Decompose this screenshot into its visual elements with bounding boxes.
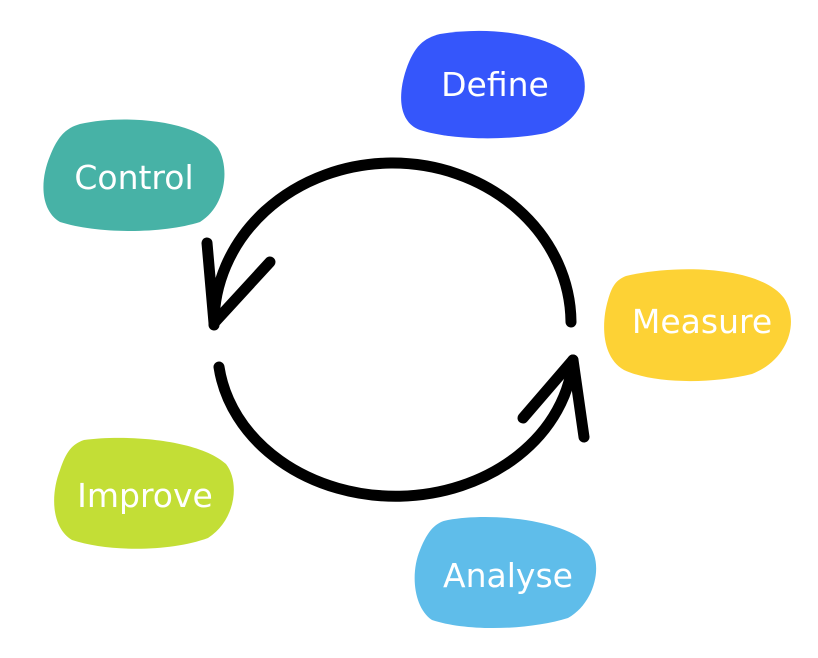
measure-label: Measure xyxy=(632,302,772,341)
step-analyse: Analyse xyxy=(414,517,597,629)
measure-blob xyxy=(604,269,791,382)
control-blob xyxy=(43,119,225,231)
analyse-label: Analyse xyxy=(443,556,573,595)
lower-arrowhead xyxy=(517,354,590,443)
upper-arc-arrow xyxy=(208,157,577,331)
step-control: Control xyxy=(43,119,225,231)
define-blob xyxy=(401,30,585,139)
improve-label: Improve xyxy=(77,476,213,515)
lower-arc-arrow xyxy=(213,354,579,502)
step-improve: Improve xyxy=(54,437,234,549)
cycle-arrows xyxy=(201,157,590,502)
control-label: Control xyxy=(74,158,193,197)
improve-blob xyxy=(54,437,234,549)
step-measure: Measure xyxy=(604,269,791,382)
define-label: Define xyxy=(441,65,549,104)
upper-arrowhead xyxy=(201,237,276,329)
step-define: Define xyxy=(401,30,585,139)
analyse-blob xyxy=(414,517,597,629)
